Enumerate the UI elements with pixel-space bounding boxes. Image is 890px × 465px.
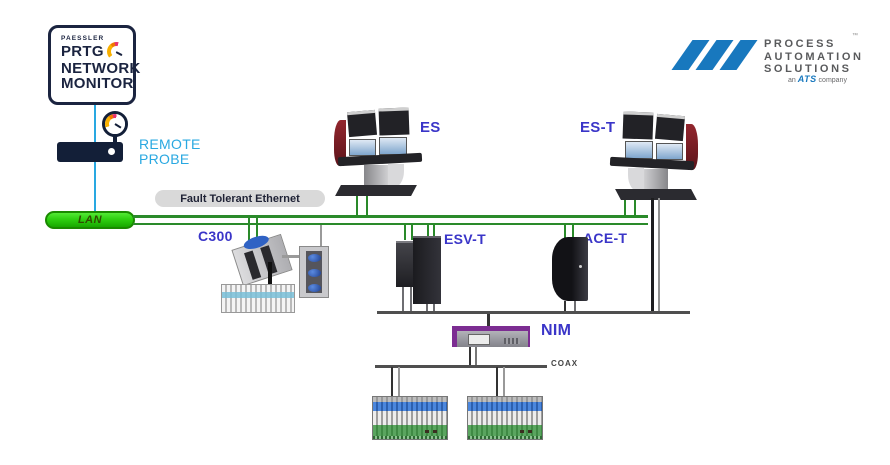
pas-line2: AUTOMATION [764,50,864,63]
esvt-leg-line [410,287,412,313]
probe-led-dot [108,148,115,155]
paessler-brand-label: PAESSLER [61,35,105,42]
prtg-logo-box: PAESSLER PRTG NETWORK MONITOR [48,25,141,105]
esvt-link-line [411,225,413,240]
esvt-leg-line [433,304,435,313]
rack-drop-line [496,367,498,397]
pas-line1: PROCESS [764,38,836,50]
lan-label: LAN [77,214,103,226]
c300-side-panel [299,246,329,298]
c300-terminal-strip [221,284,295,313]
nim-vents [504,338,520,344]
monitor-icon [378,107,410,136]
io-rack [467,396,543,440]
c300-label: C300 [198,228,233,244]
fte-line-top [133,215,648,218]
c300-link-line [248,217,250,245]
monitor-icon [346,109,378,138]
c300-link-line [256,217,258,245]
probe-gauge-stem [113,134,117,144]
console-pedestal-side [388,164,404,188]
screen-icon [656,143,683,160]
probe-gauge-icon [102,111,128,137]
connector-knob-icon [308,284,321,292]
nim-downlink-line [475,347,477,367]
esvt-leg-line [402,287,404,313]
es-link-line [356,194,358,216]
coax-line [375,365,547,368]
pas-logo-text: PROCESS AUTOMATION SOLUTIONS [764,38,864,76]
connector-knob-icon [308,269,321,277]
nim-display [468,334,490,345]
esvt-link-line [433,225,435,237]
pas-logo: PROCESS AUTOMATION SOLUTIONS ™ an ATS co… [671,33,881,88]
connector-knob-icon [308,254,321,262]
remote-probe-device [57,142,123,162]
est-pedestal-line [651,198,654,313]
fte-line-bottom [133,222,648,225]
c300-controller [231,233,293,287]
acet-link-line [572,225,574,238]
rack-drop-line [503,367,505,397]
rack-drop-line [398,367,400,397]
trademark-symbol: ™ [852,33,858,39]
lan-badge: LAN [45,211,135,229]
acet-server-tower [552,237,588,301]
io-rack [372,396,448,440]
screen-icon [625,141,653,159]
nim-downlink-line [469,347,471,367]
screen-icon [349,139,376,156]
acet-link-line [564,225,566,238]
monitor-icon [654,113,686,142]
prtg-monitor-label: MONITOR [61,75,134,92]
rack-drop-line [391,367,393,397]
acet-leg-line [574,301,576,313]
acet-label: ACE-T [583,230,628,246]
console-side-panel [334,120,346,166]
console-base [335,185,417,196]
coax-label: COAX [551,359,579,368]
esvt-label: ESV-T [444,231,486,247]
console-base [615,189,697,200]
lcn-network-line [377,311,690,314]
rack-connector-icon [425,430,429,433]
es-link-line [366,194,368,216]
fte-label-pill: Fault Tolerant Ethernet [155,190,325,207]
rack-connector-icon [520,430,524,433]
monitor-icon [622,111,654,140]
pas-tagline: an ATS company [788,74,847,84]
est-link-line [634,198,636,216]
rack-connector-icon [528,430,532,433]
es-console [334,107,424,196]
remote-probe-label: REMOTE PROBE [139,136,201,167]
c300-panel-link [282,255,300,258]
console-pedestal [364,165,388,186]
es-label: ES [420,119,441,136]
est-link-line [624,198,626,216]
nim-device [452,326,530,347]
acet-leg-line [564,301,566,313]
ats-brand: ATS [797,74,817,84]
est-label: ES-T [580,119,616,136]
esvt-link-line [404,225,406,240]
prtg-gauge-icon [106,42,126,61]
est-pedestal-line [658,198,660,313]
prtg-product-label: PRTG [61,43,104,60]
pas-slashes-icon [671,40,758,70]
esvt-leg-line [426,304,428,313]
rack-connector-icon [433,430,437,433]
screen-icon [379,137,407,155]
pas-line3: SOLUTIONS [764,63,852,75]
prtg-network-label: NETWORK [61,60,141,77]
esvt-link-line [427,225,429,237]
acet-button-icon [579,265,582,268]
fte-label: Fault Tolerant Ethernet [180,192,300,205]
est-console [608,111,698,200]
esvt-server-tower [413,236,441,304]
nim-uplink-line [487,314,490,327]
c300-io-cable [268,262,272,302]
c300-panel-uplink [320,225,322,247]
console-pedestal [644,169,668,190]
nim-label: NIM [541,322,572,339]
